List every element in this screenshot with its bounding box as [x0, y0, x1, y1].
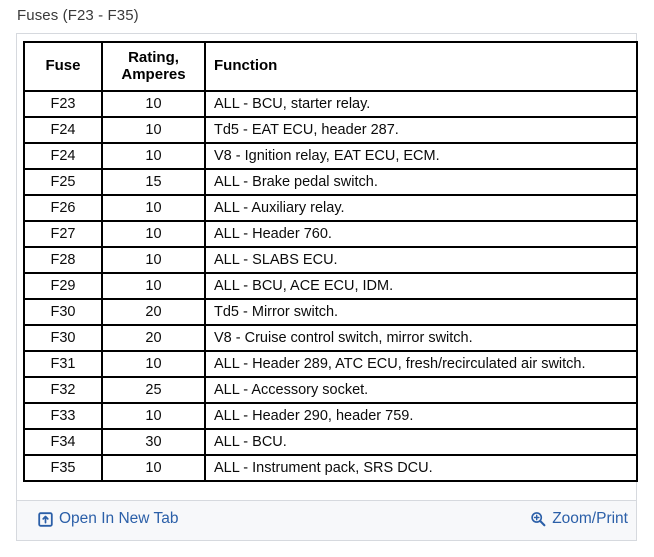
cell-fuse: F31 — [23, 350, 103, 378]
cell-function: ALL - BCU, starter relay. — [204, 90, 638, 118]
cell-fuse: F32 — [23, 376, 103, 404]
cell-fuse: F28 — [23, 246, 103, 274]
cell-function: ALL - SLABS ECU. — [204, 246, 638, 274]
cell-function: ALL - BCU, ACE ECU, IDM. — [204, 272, 638, 300]
cell-function: ALL - BCU. — [204, 428, 638, 456]
cell-fuse: F26 — [23, 194, 103, 222]
cell-function: V8 - Cruise control switch, mirror switc… — [204, 324, 638, 352]
cell-function: ALL - Brake pedal switch. — [204, 168, 638, 196]
open-in-new-tab-icon — [38, 511, 53, 527]
column-header-rating: Rating, Amperes — [101, 41, 206, 92]
cell-rating: 10 — [101, 116, 206, 144]
cell-rating: 10 — [101, 220, 206, 248]
page-title: Fuses (F23 - F35) — [17, 7, 139, 24]
cell-rating: 10 — [101, 142, 206, 170]
cell-rating: 10 — [101, 272, 206, 300]
cell-rating: 10 — [101, 194, 206, 222]
cell-rating: 10 — [101, 454, 206, 482]
cell-function: Td5 - EAT ECU, header 287. — [204, 116, 638, 144]
cell-rating: 30 — [101, 428, 206, 456]
cell-fuse: F30 — [23, 298, 103, 326]
zoom-print-label: Zoom/Print — [552, 510, 628, 527]
cell-function: ALL - Header 760. — [204, 220, 638, 248]
cell-fuse: F24 — [23, 116, 103, 144]
zoom-print-button[interactable]: Zoom/Print — [530, 510, 628, 528]
cell-fuse: F29 — [23, 272, 103, 300]
cell-fuse: F27 — [23, 220, 103, 248]
open-in-new-tab-label: Open In New Tab — [59, 510, 179, 527]
cell-fuse: F30 — [23, 324, 103, 352]
cell-rating: 15 — [101, 168, 206, 196]
table-header: Fuse Rating, Amperes Function — [23, 41, 638, 92]
table-header-row: Fuse Rating, Amperes Function — [23, 41, 638, 92]
cell-fuse: F33 — [23, 402, 103, 430]
magnifier-plus-icon — [530, 511, 546, 527]
cell-fuse: F24 — [23, 142, 103, 170]
cell-rating: 10 — [101, 350, 206, 378]
cell-fuse: F34 — [23, 428, 103, 456]
open-in-new-tab-button[interactable]: Open In New Tab — [38, 510, 178, 528]
cell-rating: 10 — [101, 90, 206, 118]
column-header-rating-line1: Rating, — [128, 48, 179, 66]
cell-rating: 25 — [101, 376, 206, 404]
column-header-fuse: Fuse — [23, 41, 103, 92]
cell-fuse: F35 — [23, 454, 103, 482]
column-header-function: Function — [204, 41, 638, 92]
cell-function: ALL - Accessory socket. — [204, 376, 638, 404]
column-header-rating-line2: Amperes — [121, 65, 186, 83]
cell-fuse: F23 — [23, 90, 103, 118]
cell-function: V8 - Ignition relay, EAT ECU, ECM. — [204, 142, 638, 170]
cell-rating: 20 — [101, 298, 206, 326]
cell-function: ALL - Auxiliary relay. — [204, 194, 638, 222]
document-footer: Open In New Tab Zoom/Print — [17, 500, 636, 540]
cell-function: ALL - Instrument pack, SRS DCU. — [204, 454, 638, 482]
cell-function: Td5 - Mirror switch. — [204, 298, 638, 326]
cell-rating: 10 — [101, 246, 206, 274]
cell-fuse: F25 — [23, 168, 103, 196]
cell-function: ALL - Header 290, header 759. — [204, 402, 638, 430]
cell-rating: 20 — [101, 324, 206, 352]
cell-function: ALL - Header 289, ATC ECU, fresh/recircu… — [204, 350, 638, 378]
cell-rating: 10 — [101, 402, 206, 430]
